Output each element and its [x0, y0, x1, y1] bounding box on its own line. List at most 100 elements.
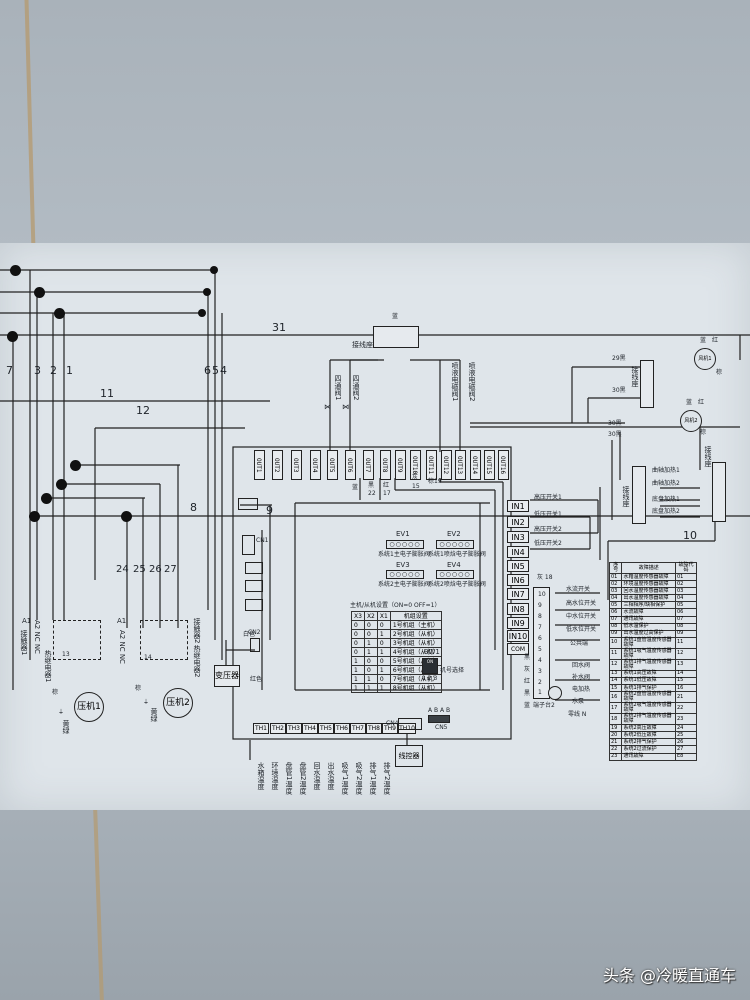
ev4-label: EV4 — [447, 561, 461, 569]
out-pin: OUT8 — [380, 450, 391, 480]
th-pin: TH8 — [366, 723, 382, 734]
fan-2-motor: 风机2 — [680, 410, 702, 432]
cell: 1 — [363, 638, 378, 648]
cell: 15 — [608, 684, 623, 693]
junction-dot — [7, 331, 18, 342]
th-pin: TH7 — [350, 723, 366, 734]
neutral-label-1: 棕 — [52, 689, 59, 696]
cell: 04 — [608, 594, 623, 603]
cell: 水箱温度传感器故障 — [621, 572, 676, 582]
in5-wire-label: 灰 18 — [537, 574, 553, 581]
fan-terminal-block — [640, 360, 654, 408]
cell: 0 — [376, 620, 391, 630]
side-label: 蓝 — [524, 702, 531, 709]
contactor-2-a2: A2 NC NC — [118, 630, 126, 664]
contactor-2-label: 接触器2 — [193, 618, 201, 644]
cell: 系统2过流保护 — [621, 745, 676, 754]
wire-number: 26 — [149, 564, 162, 575]
side-label: 红 — [524, 678, 531, 685]
cn5-label: CN5 — [435, 724, 448, 731]
heater-terminal-block-2 — [712, 462, 726, 522]
wire-number-12: 12 — [136, 404, 150, 417]
four-way-valve-1-label: 四通阀1 — [334, 375, 342, 401]
heater-label: 底盘加热2 — [652, 508, 680, 515]
wire-number: 24 — [116, 564, 129, 575]
cell: 06 — [608, 608, 623, 617]
thermistor-label: 水箱温度 — [257, 762, 265, 790]
cell: 08 — [675, 622, 697, 631]
cell: 系统2排气温度传感器故障 — [621, 713, 676, 726]
wire-color-label: 棕 — [428, 478, 435, 485]
cell: 0 — [363, 620, 378, 630]
cell: 22 — [675, 702, 697, 715]
wired-controller: 线控器 — [395, 745, 423, 767]
terminal-2-label: 端子台2 — [533, 702, 555, 709]
cn2-label: CN2 — [248, 629, 261, 636]
sw1-desc: 机号选择 — [440, 667, 465, 674]
cell: 系统2盘管温度传感器故障 — [621, 691, 676, 704]
wire-num-label: 17 — [383, 490, 391, 497]
th-pin: TH6 — [334, 723, 350, 734]
wire-number: 2 — [50, 364, 57, 377]
out-pin: OUT9 — [395, 450, 406, 480]
cell: 09 — [608, 629, 623, 638]
cell: 19 — [608, 724, 623, 733]
address-header: X2 — [363, 611, 378, 621]
out-pin: OUT15 — [484, 450, 495, 480]
thermistor-label: 吸气2温度 — [355, 762, 363, 795]
cell: 0 — [363, 629, 378, 639]
cell: 系统2排气保护 — [621, 738, 676, 747]
in-pin: IN5 — [507, 560, 529, 572]
out-pin: OUT1 — [254, 450, 265, 480]
cell: 水流故障 — [621, 608, 676, 617]
address-header: 机组设置 — [389, 611, 442, 621]
in-pin: IN9 — [507, 617, 529, 629]
watermark: 头条 @冷暖直通车 — [602, 966, 736, 985]
connector-top — [238, 498, 258, 510]
wire-color-label: 蓝 — [352, 484, 359, 491]
wire-color-label: 黑 — [368, 482, 375, 489]
wire-num-label: 15 — [412, 483, 420, 490]
cell: 2号机组（从机） — [389, 629, 442, 639]
cell: 07 — [608, 615, 623, 624]
th-pin: TH1 — [253, 723, 269, 734]
junction-dot — [29, 511, 40, 522]
fault-header: 故障代码 — [675, 562, 697, 574]
cell: 0 — [351, 647, 365, 657]
contactor-1 — [53, 620, 101, 660]
fan-cap-label: 蓝 — [686, 399, 693, 406]
compressor-1: 压机1 — [74, 692, 104, 722]
ev2-desc: 系统1喷焓电子膨胀阀 — [428, 551, 486, 558]
input-label: 低压开关2 — [534, 540, 562, 547]
wire-number: 5 — [212, 364, 219, 377]
junction-dot — [56, 479, 67, 490]
ground-label-2: 黄绿 — [150, 708, 158, 722]
switch-label: 水流开关 — [566, 586, 591, 593]
fan-cap-label: 红 — [712, 337, 719, 344]
thermistor-label: 吸气1温度 — [341, 762, 349, 795]
cell: 12 — [675, 647, 697, 660]
sw1-dip-switch[interactable]: ON — [422, 658, 438, 674]
terminal-number: 10 — [538, 591, 546, 598]
fan-wire-label: 棕 — [700, 429, 707, 436]
terminal-number: 2 — [538, 679, 542, 686]
junction-dot — [70, 460, 81, 471]
junction-dot — [121, 511, 132, 522]
cell: 04 — [675, 594, 697, 603]
fan-terminal-label: 接线座 — [631, 366, 639, 387]
transformer-white-label: 白色 — [243, 631, 256, 638]
cell: 09 — [675, 629, 697, 638]
cn1-connector — [242, 535, 255, 555]
